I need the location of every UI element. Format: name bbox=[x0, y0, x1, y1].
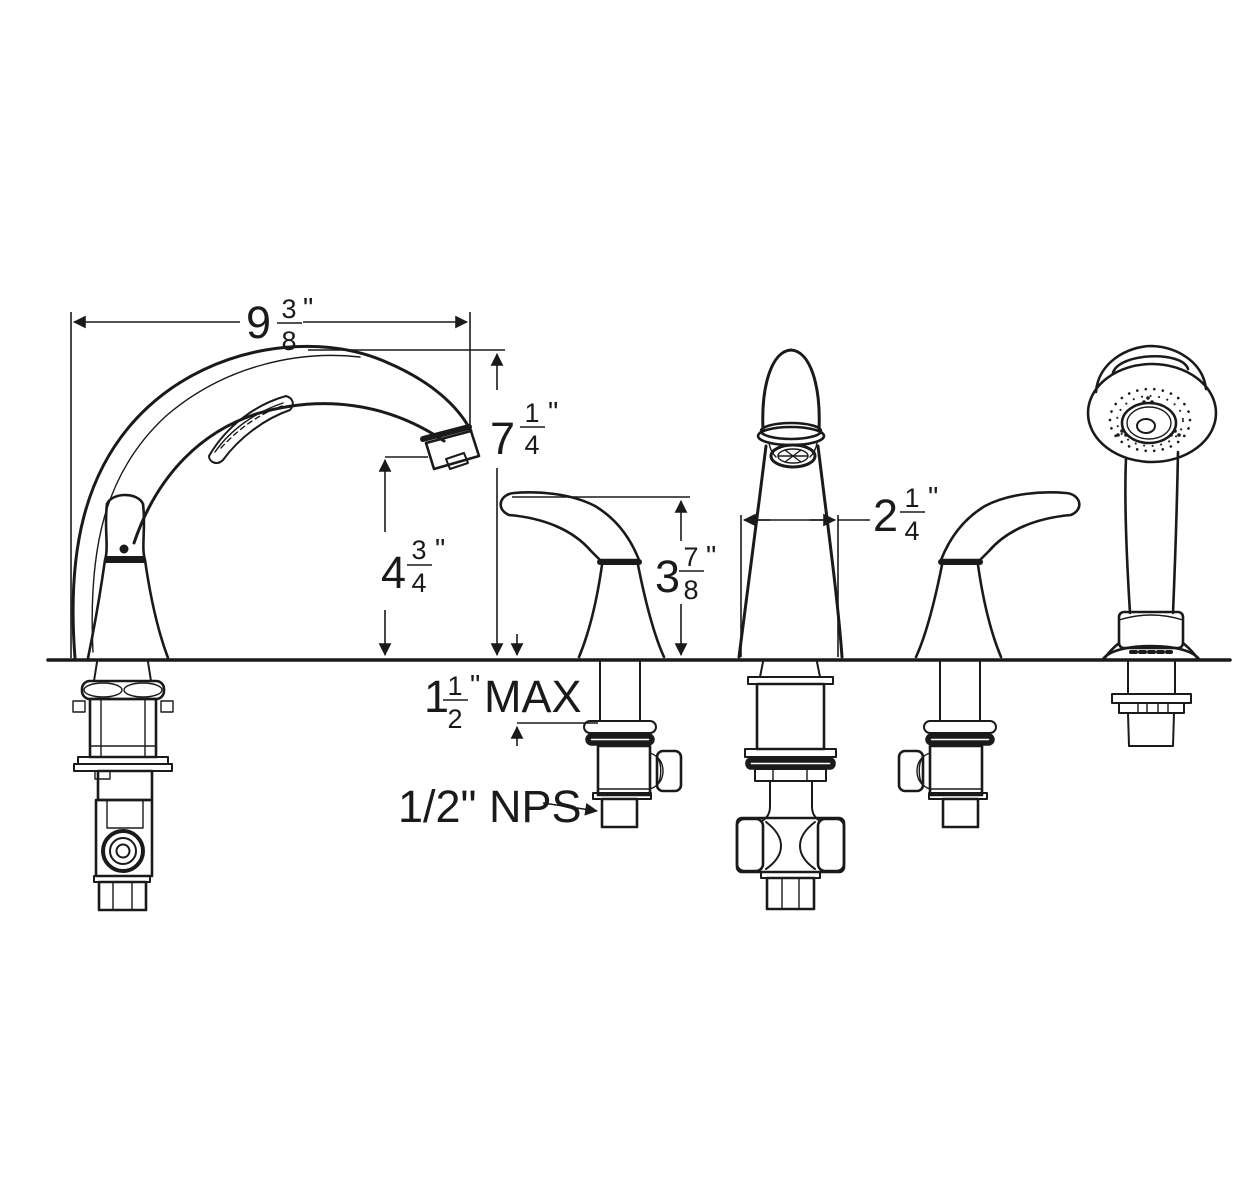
svg-text:8: 8 bbox=[281, 326, 296, 356]
dim-diverter-width: 2 1 4 " bbox=[740, 482, 938, 657]
dim-spout-outlet-height-label: 4 3 4 " bbox=[381, 534, 445, 598]
spout-underdeck-valve bbox=[72, 661, 174, 912]
dim-spout-reach: 9 3 8 " bbox=[70, 293, 471, 658]
dim-handle-height-label: 3 7 8 " bbox=[655, 541, 716, 605]
spout-window-detail bbox=[208, 395, 294, 464]
svg-text:8: 8 bbox=[683, 575, 698, 605]
svg-text:9: 9 bbox=[246, 297, 271, 348]
diverter-spout bbox=[735, 348, 846, 911]
svg-text:7: 7 bbox=[683, 542, 698, 572]
svg-text:": " bbox=[435, 534, 445, 566]
svg-text:3: 3 bbox=[411, 535, 426, 565]
shower-face bbox=[1108, 387, 1192, 453]
svg-text:7: 7 bbox=[490, 413, 515, 464]
tub-spout bbox=[71, 344, 481, 912]
shower-underdeck bbox=[1111, 661, 1192, 747]
dim-diverter-width-label: 2 1 4 " bbox=[873, 482, 938, 546]
svg-text:": " bbox=[548, 397, 558, 429]
svg-text:": " bbox=[928, 482, 938, 514]
svg-text:1: 1 bbox=[424, 671, 449, 722]
svg-text:4: 4 bbox=[411, 568, 426, 598]
svg-text:": " bbox=[706, 541, 716, 573]
dim-deck-thickness-label: 1 1 2 " MAX bbox=[424, 670, 582, 734]
dim-deck-thickness: 1 1 2 " MAX bbox=[424, 634, 598, 746]
svg-text:": " bbox=[470, 670, 480, 702]
svg-text:4: 4 bbox=[904, 516, 919, 546]
dim-spout-reach-label: 9 3 8 " bbox=[246, 293, 313, 356]
svg-text:3: 3 bbox=[655, 551, 680, 602]
dim-spout-height-label: 7 1 4 " bbox=[490, 397, 558, 464]
svg-text:2: 2 bbox=[447, 704, 462, 734]
svg-text:1: 1 bbox=[447, 671, 462, 701]
dim-spout-height: 7 1 4 " bbox=[308, 349, 558, 657]
spout-base bbox=[86, 493, 170, 660]
svg-text:4: 4 bbox=[381, 547, 406, 598]
svg-text:": " bbox=[303, 293, 313, 325]
thread-callout: 1/2" NPS bbox=[398, 781, 599, 832]
dim-handle-height: 3 7 8 " bbox=[512, 496, 716, 657]
thread-label: 1/2" NPS bbox=[398, 781, 582, 832]
hand-shower bbox=[1086, 344, 1218, 747]
diverter-underdeck-valve bbox=[735, 661, 846, 911]
svg-text:3: 3 bbox=[281, 294, 296, 324]
spout-aerator-outlet bbox=[420, 424, 481, 471]
dim-spout-outlet-height: 4 3 4 " bbox=[378, 456, 445, 657]
svg-text:MAX: MAX bbox=[484, 671, 582, 722]
svg-text:4: 4 bbox=[524, 430, 539, 460]
diverter-aerator bbox=[768, 442, 818, 469]
svg-text:1: 1 bbox=[524, 398, 539, 428]
svg-text:2: 2 bbox=[873, 490, 898, 541]
svg-text:1: 1 bbox=[904, 483, 919, 513]
shower-cradle bbox=[1101, 610, 1201, 661]
